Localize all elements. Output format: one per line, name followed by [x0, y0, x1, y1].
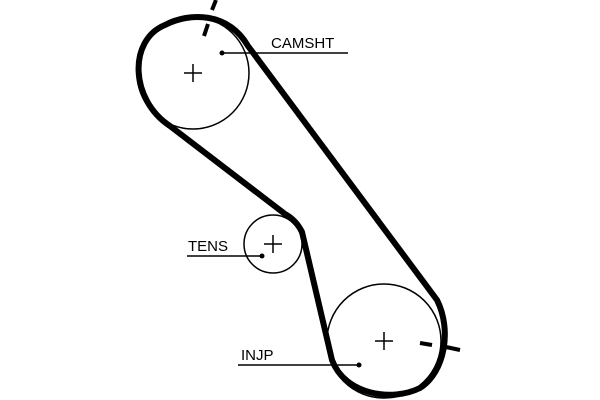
injection-pump-label: INJP: [241, 347, 274, 364]
camshaft-center-cross: [184, 64, 202, 82]
camshaft-label: CAMSHT: [271, 35, 334, 52]
timing-belt: [135, 13, 448, 398]
camshaft-leader: [219, 50, 348, 56]
tensioner-label: TENS: [188, 238, 228, 255]
injection-pump-pulley: [326, 283, 442, 399]
tensioner-pulley: [243, 214, 303, 274]
camshaft-timing-mark: [202, 0, 218, 37]
injection-pump-center-cross: [375, 332, 393, 350]
injection-pump-timing-mark: [419, 341, 461, 352]
tensioner-leader: [187, 253, 265, 259]
injection-pump-leader: [238, 362, 362, 368]
tensioner-center-cross: [264, 235, 282, 253]
camshaft-pulley: [136, 16, 250, 130]
